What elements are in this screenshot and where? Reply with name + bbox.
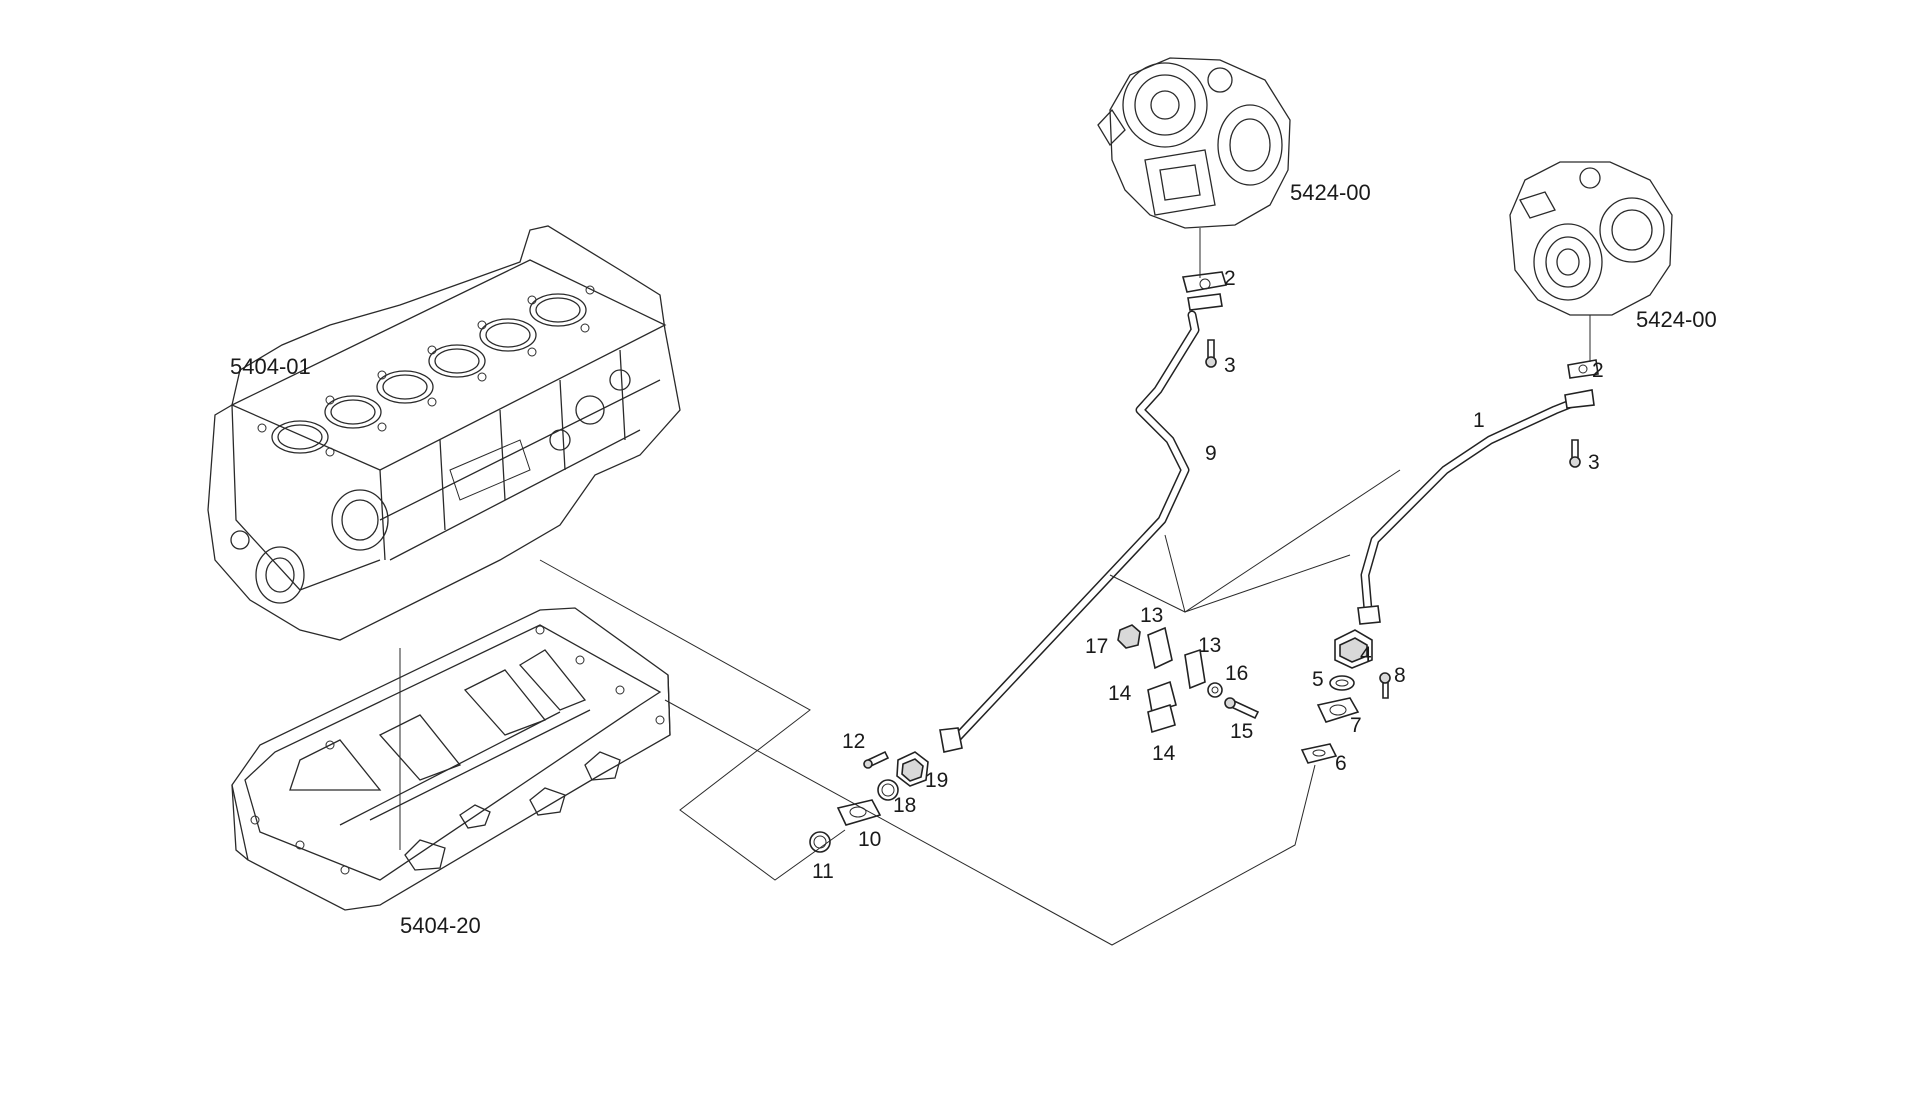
turbocharger-right-label: 5424-00 [1636, 307, 1717, 332]
cylinder-bores [271, 293, 587, 454]
callout-6: 6 [1335, 752, 1347, 775]
callout-15: 15 [1230, 720, 1253, 743]
turbocharger-right-drawing [1509, 161, 1673, 350]
oil-sump-label: 5404-20 [400, 913, 481, 938]
oil-pipe-9 [939, 310, 1200, 753]
callout-18: 18 [893, 794, 916, 817]
callout-17: 17 [1085, 635, 1108, 658]
callout-13-b: 13 [1198, 634, 1221, 657]
callout-19: 19 [925, 769, 948, 792]
engine-block-drawing [207, 225, 681, 641]
callout-11: 11 [812, 860, 834, 883]
callout-9: 9 [1205, 442, 1217, 465]
callout-14-a: 14 [1108, 682, 1132, 705]
callout-7: 7 [1350, 714, 1362, 737]
oil-pipe-1 [1357, 395, 1585, 625]
callout-12: 12 [842, 730, 865, 753]
leader-lines [399, 265, 1591, 946]
small-parts [809, 271, 1599, 853]
callout-3-left: 3 [1224, 354, 1236, 377]
callout-2-right: 2 [1592, 359, 1604, 382]
turbocharger-left-label: 5424-00 [1290, 180, 1371, 205]
oil-sump-drawing [231, 607, 671, 911]
callout-10: 10 [858, 828, 881, 851]
engine-block-label: 5404-01 [230, 354, 311, 379]
callout-4: 4 [1360, 643, 1372, 666]
callout-3-right: 3 [1588, 451, 1600, 474]
callout-1: 1 [1473, 409, 1485, 432]
callout-14-b: 14 [1152, 742, 1176, 765]
callout-5: 5 [1312, 668, 1324, 691]
callout-8: 8 [1394, 664, 1406, 687]
callout-16: 16 [1225, 662, 1248, 685]
callout-13-a: 13 [1140, 604, 1163, 627]
turbocharger-left-drawing [1097, 57, 1291, 265]
callout-2-left: 2 [1224, 267, 1236, 290]
